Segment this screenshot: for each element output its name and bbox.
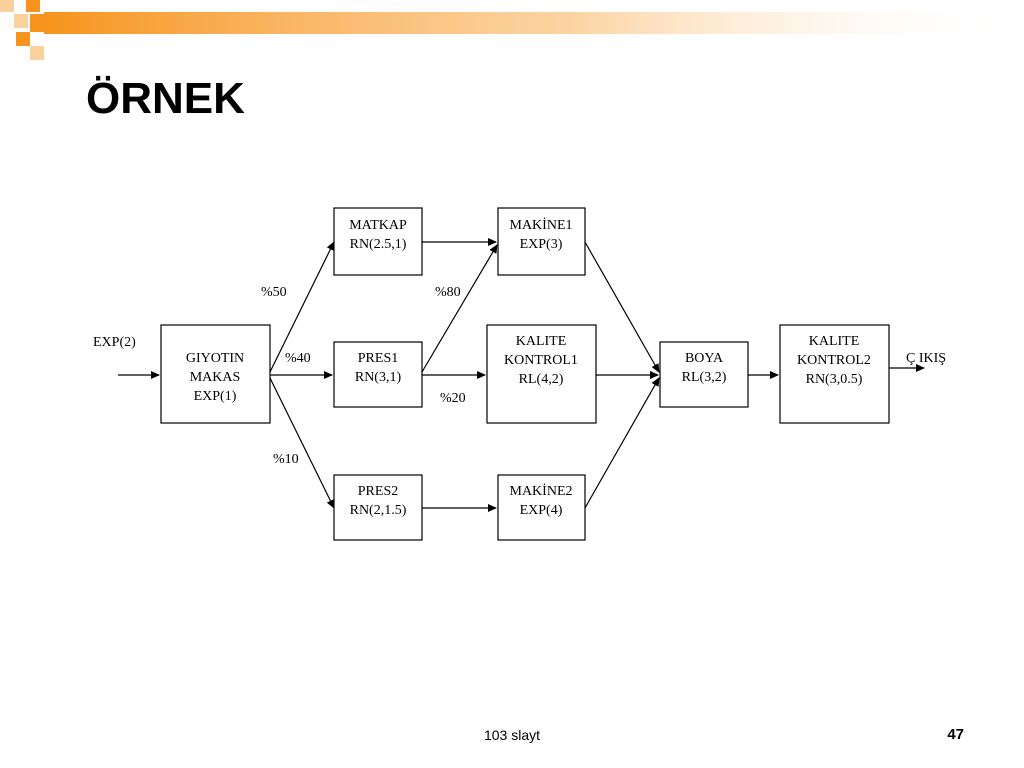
node-boya-line1: BOYA bbox=[685, 351, 724, 366]
node-kalite1-line1: KALITE bbox=[516, 334, 567, 349]
deco-square bbox=[26, 0, 40, 12]
deco-square bbox=[0, 0, 14, 12]
node-kalite2-line2: KONTROL2 bbox=[797, 353, 871, 368]
node-giyotin-line2: MAKAS bbox=[190, 370, 241, 385]
node-pres1-line1: PRES1 bbox=[358, 351, 398, 366]
edge-giyotin-matkap bbox=[269, 241, 335, 373]
edge-pres1-makine1 bbox=[421, 244, 498, 373]
node-makine1-line1: MAKİNE1 bbox=[510, 217, 573, 233]
edge-makine2-boya bbox=[584, 377, 660, 509]
node-makine1-line2: EXP(3) bbox=[520, 237, 563, 252]
deco-square bbox=[30, 46, 44, 60]
header-gradient-band bbox=[44, 12, 1024, 34]
deco-square bbox=[14, 14, 28, 28]
node-makine1-box bbox=[497, 207, 586, 276]
edge-giyotin-pres2 bbox=[269, 377, 335, 509]
node-pres2-line1: PRES2 bbox=[358, 484, 398, 499]
header-decoration bbox=[0, 0, 1024, 60]
node-boya-line2: RL(3,2) bbox=[682, 370, 727, 385]
node-giyotin-line3: EXP(1) bbox=[194, 389, 237, 404]
edge-label-pres2: %10 bbox=[273, 452, 299, 467]
node-matkap-line2: RN(2.5,1) bbox=[350, 237, 407, 252]
node-pres1-box bbox=[333, 341, 423, 408]
footer-slide-count: 103 slayt bbox=[483, 727, 541, 743]
node-pres2-box bbox=[333, 474, 423, 541]
deco-square bbox=[30, 14, 44, 32]
node-pres1-line2: RN(3,1) bbox=[355, 370, 402, 385]
edge-label-pres1: %40 bbox=[285, 351, 311, 366]
deco-square bbox=[16, 32, 30, 46]
node-kalite2-box bbox=[779, 324, 890, 424]
edge-makine1-boya bbox=[584, 241, 660, 373]
node-kalite1-line2: KONTROL1 bbox=[504, 353, 578, 368]
node-boya-box bbox=[659, 341, 749, 408]
edge-label-pres1-makine1: %80 bbox=[435, 285, 461, 300]
output-label: Ç IKIŞ bbox=[906, 351, 946, 366]
node-kalite1-box bbox=[486, 324, 597, 424]
node-giyotin-line1: GIYOTIN bbox=[186, 351, 244, 366]
node-makine2-line1: MAKİNE2 bbox=[510, 483, 573, 499]
node-kalite2-line3: RN(3,0.5) bbox=[806, 372, 863, 387]
slide-title: ÖRNEK bbox=[86, 74, 245, 123]
node-matkap-box bbox=[333, 207, 423, 276]
edge-label-pres1-kalite1: %20 bbox=[440, 391, 466, 406]
node-makine2-line2: EXP(4) bbox=[520, 503, 563, 518]
input-label: EXP(2) bbox=[93, 335, 136, 350]
edge-label-matkap: %50 bbox=[261, 285, 287, 300]
node-makine2-box bbox=[497, 474, 586, 541]
node-kalite2-line1: KALITE bbox=[809, 334, 860, 349]
page-number: 47 bbox=[947, 726, 964, 743]
node-giyotin-box bbox=[160, 324, 271, 424]
node-pres2-line2: RN(2,1.5) bbox=[350, 503, 407, 518]
node-kalite1-line3: RL(4,2) bbox=[519, 372, 564, 387]
node-matkap-line1: MATKAP bbox=[349, 218, 407, 233]
